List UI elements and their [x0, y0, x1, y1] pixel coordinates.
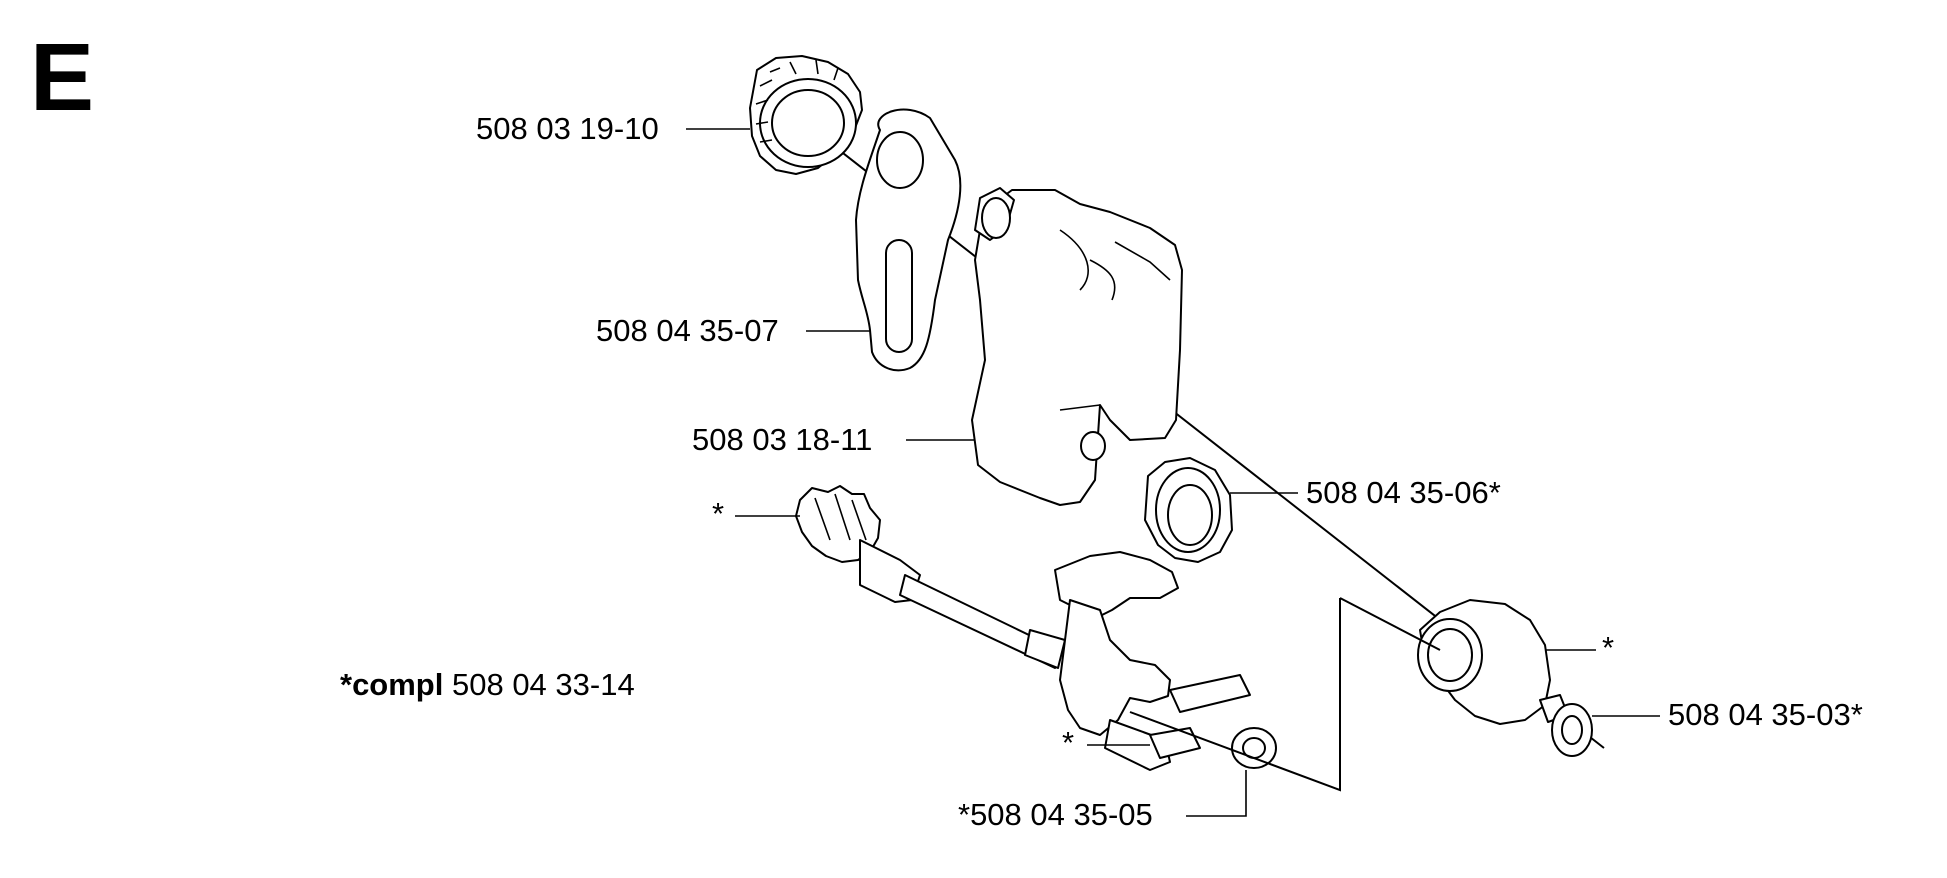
- label-washer-right: 508 04 35-03*: [1668, 697, 1863, 732]
- plate-part: [855, 108, 962, 372]
- label-star-gear: *: [712, 496, 725, 531]
- pump-right-part: [1417, 599, 1569, 725]
- label-pump-piston: *: [1062, 725, 1075, 760]
- label-washer-left: *508 04 35-05: [958, 797, 1153, 832]
- compl-number: 508 04 33-14: [451, 667, 635, 702]
- bushing-part: [1144, 457, 1233, 563]
- section-letter: E: [30, 24, 95, 131]
- label-pump-right: *: [1602, 630, 1615, 665]
- knob-part: [749, 55, 863, 175]
- housing-part: [971, 187, 1183, 506]
- compl-prefix: *compl: [340, 667, 444, 702]
- label-housing: 508 03 18-11: [692, 422, 873, 457]
- label-knob: 508 03 19-10: [476, 111, 659, 146]
- washer-left-part: [1231, 727, 1277, 769]
- label-bushing: 508 04 35-06*: [1306, 475, 1501, 510]
- label-plate: 508 04 35-07: [596, 313, 779, 348]
- secondary-axis: [1129, 598, 1341, 792]
- washer-right-part: [1551, 703, 1593, 757]
- leader-washer-left: [1186, 770, 1247, 817]
- pump-piston-part: [1054, 551, 1251, 771]
- secondary-axis-link: [1339, 597, 1441, 651]
- gear-shaft-part: [795, 485, 1066, 669]
- label-compl: *compl 508 04 33-14: [340, 667, 635, 703]
